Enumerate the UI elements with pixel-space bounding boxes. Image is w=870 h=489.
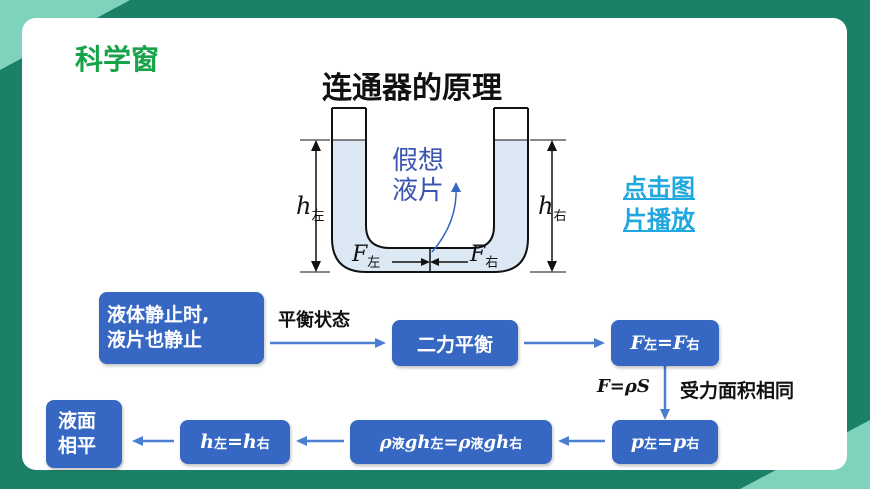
liquid-fill <box>332 140 528 272</box>
section-label: 科学窗 <box>75 43 160 76</box>
page-title: 连通器的原理 <box>322 71 502 106</box>
h-left-label: h左 <box>296 192 325 224</box>
virtual-slice-label: 假想 液片 <box>392 146 445 206</box>
box-liquid-at-rest: 液体静止时, 液片也静止 <box>99 292 264 364</box>
play-image-link[interactable]: 点击图 片播放 <box>623 174 695 234</box>
f-right-label: F右 <box>470 242 499 271</box>
h-right-label: h右 <box>538 192 567 224</box>
label-same-area: 受力面积相同 <box>680 380 795 402</box>
content-card <box>22 18 847 470</box>
box-force-equal: F右左=F右 <box>611 320 719 366</box>
tube-inner-wall <box>365 108 495 249</box>
box-level-equal: 液面 相平 <box>46 400 122 468</box>
box-two-force-balance: 二力平衡 <box>392 320 518 366</box>
label-balance-state: 平衡状态 <box>278 310 350 331</box>
label-pressure-formula: F=ρS <box>597 376 650 397</box>
f-left-label: F左 <box>352 242 381 271</box>
slice-pointer-arrow <box>431 185 457 253</box>
